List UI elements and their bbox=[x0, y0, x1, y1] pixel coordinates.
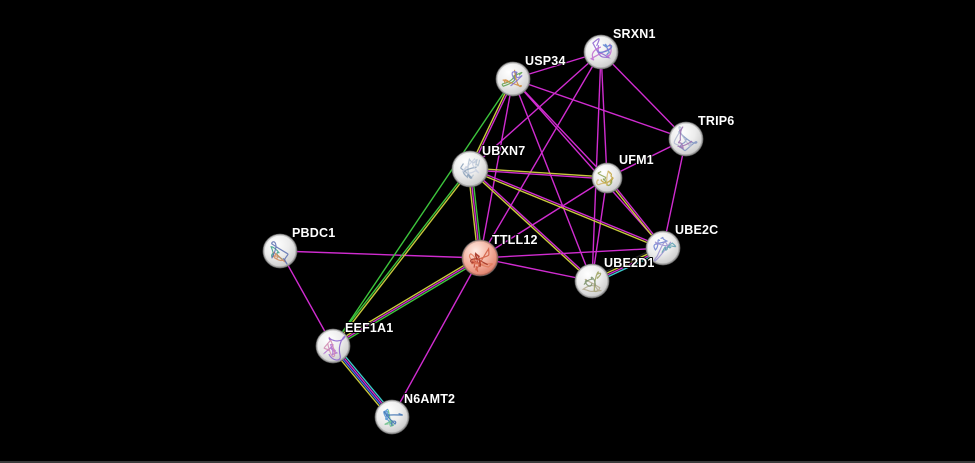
node-label-UBE2D1: UBE2D1 bbox=[604, 256, 655, 270]
node-rim bbox=[592, 163, 622, 193]
edge-TTLL12-EEF1A1-experiments[interactable] bbox=[332, 257, 481, 347]
edges-layer bbox=[279, 51, 687, 420]
node-label-PBDC1: PBDC1 bbox=[292, 226, 335, 240]
edge-TTLL12-UBE2D1-experiments[interactable] bbox=[479, 257, 593, 282]
structure-thumbnail-PBDC1 bbox=[270, 241, 289, 265]
edge-UFM1-UBXN7-experiments[interactable] bbox=[469, 169, 607, 180]
edge-EEF1A1-UBXN7-textmining[interactable] bbox=[333, 169, 472, 348]
edge-UBXN7-UBE2D1-textmining[interactable] bbox=[468, 169, 592, 283]
edge-SRXN1-UBE2D1-experiments[interactable] bbox=[591, 51, 602, 282]
edge-UFM1-TTLL12-experiments[interactable] bbox=[479, 177, 608, 259]
edge-USP34-TTLL12-experiments[interactable] bbox=[479, 78, 514, 259]
edge-UBXN7-UBE2D1-experiments[interactable] bbox=[470, 167, 594, 281]
node-rim bbox=[374, 399, 410, 435]
edge-EEF1A1-USP34-neighborhood[interactable] bbox=[332, 78, 514, 347]
structure-thumbnail-N6AMT2 bbox=[383, 408, 403, 427]
node-TRIP6[interactable]: TRIP6 bbox=[668, 113, 735, 157]
edge-TRIP6-USP34-experiments[interactable] bbox=[512, 78, 687, 140]
structure-thumbnail-UBE2D1 bbox=[581, 271, 602, 293]
edge-USP34-UBE2D1-experiments[interactable] bbox=[512, 78, 593, 282]
node-label-UFM1: UFM1 bbox=[619, 153, 654, 167]
node-rim bbox=[668, 121, 704, 157]
node-UBE2C[interactable]: UBE2C bbox=[645, 222, 719, 266]
structure-thumbnail-TTLL12 bbox=[468, 247, 493, 272]
node-UFM1[interactable]: UFM1 bbox=[591, 152, 655, 194]
node-rim bbox=[461, 239, 499, 277]
node-rim bbox=[574, 263, 610, 299]
node-PBDC1[interactable]: PBDC1 bbox=[262, 225, 336, 269]
edge-TTLL12-PBDC1-experiments[interactable] bbox=[279, 250, 481, 259]
node-label-EEF1A1: EEF1A1 bbox=[345, 321, 393, 335]
edge-SRXN1-TRIP6-experiments[interactable] bbox=[600, 51, 687, 140]
node-USP34[interactable]: USP34 bbox=[495, 53, 566, 97]
edge-UBXN7-UBE2C-textmining[interactable] bbox=[469, 169, 663, 250]
edge-USP34-UBE2C-experiments[interactable] bbox=[512, 78, 664, 249]
structure-thumbnail-UBXN7 bbox=[460, 157, 481, 179]
edge-SRXN1-UBXN7-experiments[interactable] bbox=[469, 51, 602, 170]
node-label-N6AMT2: N6AMT2 bbox=[404, 392, 455, 406]
node-EEF1A1[interactable]: EEF1A1 bbox=[315, 320, 394, 364]
node-rim bbox=[645, 230, 681, 266]
structure-thumbnail-USP34 bbox=[501, 69, 523, 88]
node-label-SRXN1: SRXN1 bbox=[613, 27, 656, 41]
node-sphere-N6AMT2[interactable] bbox=[374, 399, 410, 435]
edge-TTLL12-N6AMT2-experiments[interactable] bbox=[391, 257, 481, 418]
edge-PBDC1-EEF1A1-experiments[interactable] bbox=[279, 250, 334, 347]
node-N6AMT2[interactable]: N6AMT2 bbox=[374, 391, 456, 435]
edge-SRXN1-TTLL12-experiments[interactable] bbox=[479, 51, 602, 259]
edge-EEF1A1-UBXN7-neighborhood[interactable] bbox=[331, 167, 470, 346]
node-label-USP34: USP34 bbox=[525, 54, 566, 68]
edge-SRXN1-UFM1-experiments[interactable] bbox=[600, 51, 608, 179]
structure-thumbnail-SRXN1 bbox=[590, 38, 613, 61]
structure-thumbnail-UFM1 bbox=[596, 170, 614, 187]
node-label-UBE2C: UBE2C bbox=[675, 223, 718, 237]
edge-TTLL12-UBE2C-experiments[interactable] bbox=[479, 247, 664, 259]
edge-TRIP6-UBE2C-experiments[interactable] bbox=[662, 138, 687, 249]
edge-UBXN7-UBE2C-experiments[interactable] bbox=[470, 167, 664, 248]
bottom-divider bbox=[0, 461, 975, 463]
node-rim bbox=[495, 61, 531, 97]
node-SRXN1[interactable]: SRXN1 bbox=[583, 26, 656, 70]
node-rim bbox=[583, 34, 619, 70]
node-label-TTLL12: TTLL12 bbox=[492, 233, 538, 247]
edge-TTLL12-EEF1A1-neighborhood[interactable] bbox=[333, 258, 482, 349]
node-label-TRIP6: TRIP6 bbox=[698, 114, 734, 128]
edge-UFM1-UBXN7-textmining[interactable] bbox=[470, 167, 608, 178]
node-rim bbox=[451, 150, 489, 188]
node-rim bbox=[262, 233, 298, 269]
node-UBE2D1[interactable]: UBE2D1 bbox=[574, 255, 655, 299]
node-UBXN7[interactable]: UBXN7 bbox=[451, 143, 526, 188]
edge-TTLL12-EEF1A1-textmining[interactable] bbox=[331, 255, 480, 346]
edge-USP34-UFM1-experiments[interactable] bbox=[512, 78, 608, 179]
node-rim bbox=[315, 328, 351, 364]
structure-thumbnail-EEF1A1 bbox=[323, 335, 346, 361]
structure-thumbnail-TRIP6 bbox=[673, 126, 698, 152]
node-sphere-UBE2C[interactable] bbox=[645, 230, 681, 266]
node-TTLL12[interactable]: TTLL12 bbox=[461, 232, 538, 277]
node-label-UBXN7: UBXN7 bbox=[482, 144, 525, 158]
structure-thumbnail-UBE2C bbox=[653, 236, 677, 262]
